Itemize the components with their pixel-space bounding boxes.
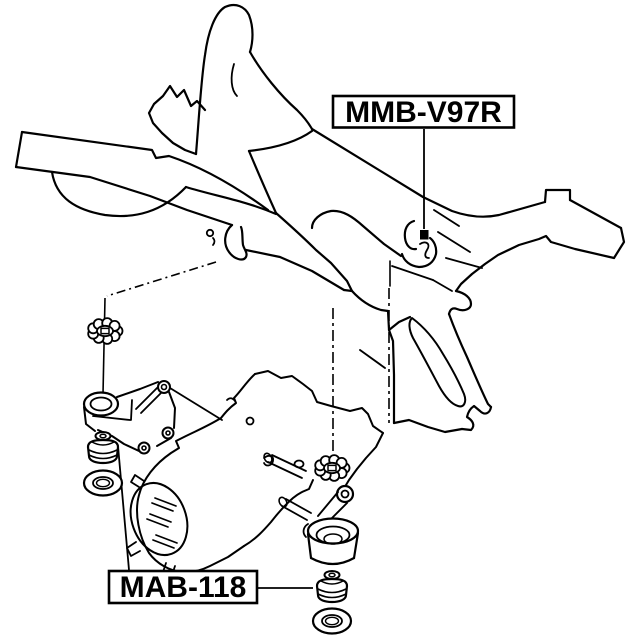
washer-right (311, 607, 353, 635)
serrated-washer-left (87, 317, 124, 345)
right-mount-assembly (302, 454, 360, 635)
mmb-marker (420, 129, 429, 240)
part-label-text-mab: MAB-118 (120, 571, 247, 604)
part-labels: MMB-V97R MAB-118 (107, 94, 516, 605)
serrated-washer-right (314, 454, 351, 482)
washer-left (82, 469, 124, 497)
leader-and-center-lines (102, 261, 390, 589)
arm-bushing-left (86, 431, 120, 465)
differential-carrier-outline (126, 349, 386, 576)
subframe-crossmember-outline (14, 3, 626, 434)
centerline-left-assembly (102, 297, 106, 395)
dashed-leader-left-mount (106, 261, 217, 297)
mount-bracket-right (302, 484, 360, 566)
arm-bushing-right (315, 570, 349, 604)
left-mount-assembly (82, 317, 176, 497)
part-label-text-mmb: MMB-V97R (345, 96, 502, 129)
leader-mab-to-bushing-left (117, 445, 130, 571)
part-position-marker-square (420, 230, 429, 240)
mount-bracket-left (82, 380, 176, 455)
part-label-box-mmb (331, 94, 516, 129)
part-label-box-mab (107, 569, 259, 605)
